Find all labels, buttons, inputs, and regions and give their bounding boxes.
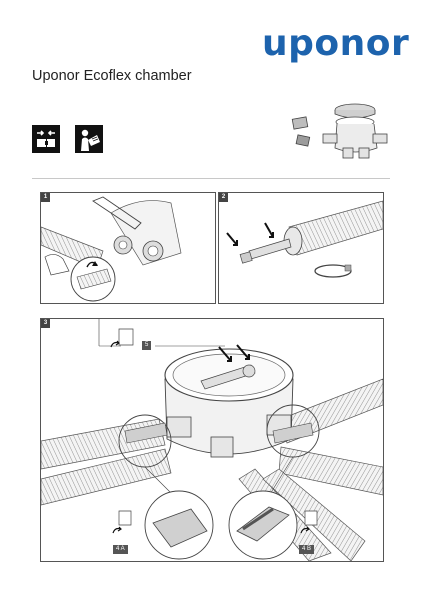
chamber-overview-illustration bbox=[285, 98, 393, 166]
header-divider bbox=[32, 178, 390, 179]
reference-tag-4a: 4 A bbox=[113, 545, 128, 554]
document-title: Uponor Ecoflex chamber bbox=[32, 68, 192, 84]
reference-tag-4b: 4 B bbox=[299, 545, 315, 554]
read-instructions-icon bbox=[75, 125, 103, 153]
disassemble-icon bbox=[32, 125, 60, 153]
step-3-panel: 3 bbox=[40, 318, 384, 562]
step-1-number: 1 bbox=[41, 193, 50, 202]
step-3-number: 3 bbox=[41, 319, 50, 328]
reference-tag-5: 5 bbox=[142, 341, 152, 350]
step-2-panel: 2 bbox=[218, 192, 384, 304]
step-1-panel: 1 bbox=[40, 192, 216, 304]
step-2-number: 2 bbox=[219, 193, 228, 202]
uponor-logo: uponor bbox=[262, 23, 410, 64]
